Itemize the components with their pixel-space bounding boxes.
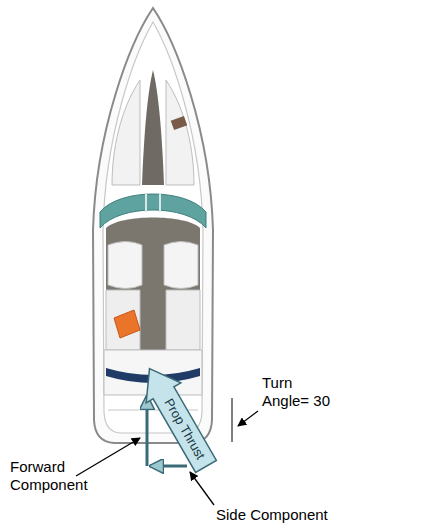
side-lounge <box>106 290 200 350</box>
leader-line <box>190 472 214 505</box>
bow-floor <box>142 70 164 185</box>
leader-line <box>238 411 258 426</box>
bow-seat <box>112 80 194 185</box>
bow-item <box>171 116 188 130</box>
arrow-outline <box>132 359 223 477</box>
cockpit-floor <box>106 218 200 351</box>
callout-label: Turn Angle= 30 <box>262 374 338 410</box>
callout-label: Side Component <box>216 506 416 524</box>
windshield-frame <box>146 194 160 212</box>
forward-component-arrow <box>146 396 149 466</box>
callout-label: Forward Component <box>10 458 96 494</box>
seat-right <box>164 242 198 289</box>
seat-left <box>108 242 142 289</box>
reference-line <box>232 398 233 442</box>
towel <box>114 310 140 338</box>
side-component-arrow <box>150 465 187 468</box>
leader-line <box>76 438 140 476</box>
